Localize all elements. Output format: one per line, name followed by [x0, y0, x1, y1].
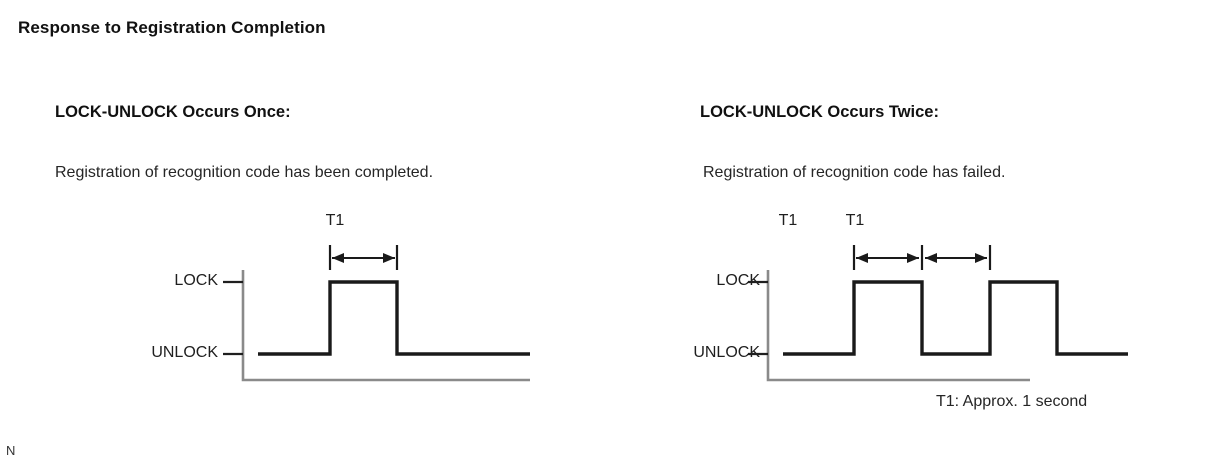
chart-axes-once — [241, 270, 530, 382]
arrow-right-once — [383, 253, 395, 263]
dimension-label-t1-second-twice: T1 — [845, 212, 865, 229]
footnote-t1-definition: T1: Approx. 1 second — [936, 393, 1088, 410]
y-axis-label-unlock-once: UNLOCK — [151, 344, 218, 361]
chart-axes-twice — [766, 270, 1030, 382]
waveform-svg-once — [223, 245, 530, 382]
arrow-right-second-twice — [975, 253, 987, 263]
arrow-left-first-twice — [856, 253, 868, 263]
signal-trace-twice — [783, 280, 1128, 356]
panel-heading-twice: LOCK-UNLOCK Occurs Twice: — [700, 103, 939, 121]
panel-description-once: Registration of recognition code has bee… — [55, 164, 434, 181]
y-axis-label-lock-once: LOCK — [174, 272, 218, 289]
panel-lock-unlock-twice: LOCK-UNLOCK Occurs Twice: Registration o… — [693, 0, 1208, 472]
panel-description-twice: Registration of recognition code has fai… — [703, 164, 1006, 181]
dimension-label-t1-once: T1 — [325, 212, 345, 229]
waveform-chart-once: LOCK UNLOCK T1 — [55, 210, 655, 390]
arrow-left-second-twice — [925, 253, 937, 263]
panel-heading-once: LOCK-UNLOCK Occurs Once: — [55, 103, 291, 121]
signal-trace-once — [258, 280, 530, 356]
arrow-left-once — [332, 253, 344, 263]
arrow-right-first-twice — [907, 253, 919, 263]
panel-lock-unlock-once: LOCK-UNLOCK Occurs Once: Registration of… — [55, 0, 655, 472]
corner-mark: N — [6, 443, 16, 458]
y-axis-label-unlock-twice: UNLOCK — [693, 344, 760, 361]
y-axis-label-lock-twice: LOCK — [716, 272, 760, 289]
waveform-chart-twice: LOCK UNLOCK T1 T1 — [625, 210, 1135, 390]
dimension-label-t1-first-twice: T1 — [778, 212, 798, 229]
page-title: Response to Registration Completion — [18, 18, 326, 37]
waveform-svg-twice — [748, 245, 1128, 382]
